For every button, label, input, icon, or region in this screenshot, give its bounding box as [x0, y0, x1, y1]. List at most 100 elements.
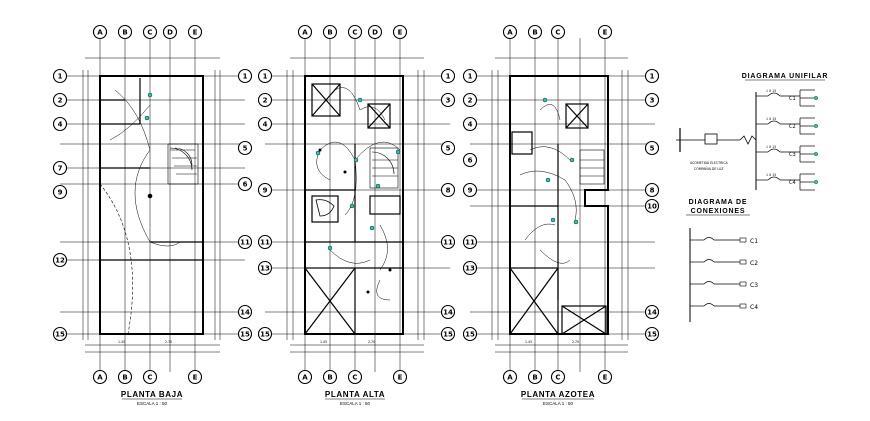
conexion-circuit: C4 [690, 303, 758, 311]
svg-text:1.45: 1.45 [320, 340, 327, 344]
axis-bubble-top-label: B [532, 29, 537, 37]
conexiones-title-1: DIAGRAMA DE [689, 199, 748, 206]
axis-bubble-left: 1 [462, 68, 478, 84]
axis-bubble-right: 14 [237, 304, 253, 320]
axis-bubble-left-label: 4 [263, 121, 268, 129]
axis-bubble-bottom-label: A [97, 374, 103, 382]
axis-bubble-right: 11 [440, 234, 456, 250]
axis-bubble-top-label: A [302, 29, 308, 37]
unifilar-meter-note-2: COMPAÑIA DE LUZ [694, 166, 724, 171]
axis-bubble-left-label: 15 [465, 331, 475, 339]
unifilar-breaker-label: 1 X 15 [766, 117, 776, 121]
axis-bubble-top-label: C [555, 29, 560, 37]
axis-bubble-top: A [502, 24, 518, 40]
axis-bubble-left-label: 15 [55, 331, 65, 339]
axis-bubble-left: 11 [257, 234, 273, 250]
axis-bubble-right-label: 5 [650, 145, 655, 153]
axis-bubble-left-label: 9 [468, 187, 473, 195]
unifilar-meter-note-1: ACOMETIDA ELECTRICA [690, 161, 728, 165]
axis-bubble-right-label: 1 [446, 73, 451, 81]
axis-bubble-bottom: B [117, 369, 133, 385]
axis-bubble-top: B [117, 24, 133, 40]
conexion-circuit-label: C1 [750, 238, 758, 245]
conexion-circuit-label: C2 [750, 260, 758, 267]
axis-bubble-top-label: B [327, 29, 332, 37]
unifilar-breaker-label: 1 X 15 [766, 145, 776, 149]
axis-bubble-right: 5 [644, 140, 660, 156]
axis-bubble-right-label: 11 [240, 239, 250, 247]
plan-planta-azotea: 1.45 2.70 [470, 38, 655, 372]
svg-text:1.45: 1.45 [118, 340, 125, 344]
axis-bubble-left-label: 2 [468, 97, 473, 105]
axis-bubble-right-label: 5 [446, 145, 451, 153]
axis-bubble-left: 2 [257, 92, 273, 108]
axis-bubble-bottom: B [527, 369, 543, 385]
axis-bubble-top-label: B [122, 29, 127, 37]
conexion-circuit: C2 [690, 259, 758, 267]
plan-title-planta-baja: PLANTA BAJA [121, 390, 183, 399]
axis-bubble-right: 15 [440, 326, 456, 342]
axis-bubble-left-label: 15 [260, 331, 270, 339]
axis-bubble-right: 5 [237, 140, 253, 156]
axis-bubble-right-label: 14 [647, 309, 657, 317]
svg-text:2.70: 2.70 [368, 340, 375, 344]
axis-bubble-top: E [392, 24, 408, 40]
axis-bubble-top: B [527, 24, 543, 40]
axis-bubble-top-label: C [147, 29, 152, 37]
axis-bubble-left: 13 [462, 260, 478, 276]
axis-bubble-top: C [550, 24, 566, 40]
conexion-circuit: C3 [690, 281, 758, 289]
axis-bubble-right-label: 14 [443, 309, 453, 317]
axis-bubble-left-label: 1 [58, 73, 63, 81]
axis-bubble-top: E [187, 24, 203, 40]
axis-bubble-bottom-label: A [507, 374, 513, 382]
axis-bubble-top: C [142, 24, 158, 40]
axis-bubble-top: C [347, 24, 363, 40]
axis-bubble-right-label: 11 [443, 239, 453, 247]
axis-bubble-left: 12 [52, 252, 68, 268]
axis-bubble-right: 11 [237, 234, 253, 250]
axis-bubble-left: 6 [462, 152, 478, 168]
svg-text:2.70: 2.70 [572, 340, 579, 344]
axis-bubble-right-label: 6 [243, 181, 248, 189]
axis-bubble-bottom-label: E [603, 374, 608, 382]
axis-bubble-left: 13 [257, 260, 273, 276]
plan-planta-baja: 1.45 2.70 [60, 38, 245, 372]
axis-bubble-right-label: 15 [443, 331, 453, 339]
axis-bubble-right: 15 [644, 326, 660, 342]
axis-bubble-bottom: C [142, 369, 158, 385]
axis-bubble-top: A [297, 24, 313, 40]
axis-bubble-left: 4 [52, 116, 68, 132]
axis-bubble-bottom-label: A [302, 374, 308, 382]
axis-bubble-left-label: 4 [58, 121, 63, 129]
axis-bubble-right-label: 1 [243, 73, 248, 81]
axis-bubble-right: 3 [440, 92, 456, 108]
axis-bubble-left-label: 11 [465, 239, 475, 247]
axis-bubble-left-label: 1 [263, 73, 268, 81]
diagrama-unifilar: DIAGRAMA UNIFILAR ACOMETIDA ELECTRICA CO… [676, 73, 827, 191]
axis-bubble-left: 4 [462, 116, 478, 132]
axis-bubble-right: 5 [440, 140, 456, 156]
axis-bubble-right-label: 5 [243, 145, 248, 153]
axis-bubble-right-label: 10 [647, 203, 657, 211]
axis-bubble-left-label: 11 [260, 239, 270, 247]
axis-bubble-bottom: A [297, 369, 313, 385]
axis-bubble-bottom-label: E [398, 374, 403, 382]
axis-bubble-left: 2 [462, 92, 478, 108]
axis-bubble-left: 7 [52, 160, 68, 176]
axis-bubble-left: 4 [257, 116, 273, 132]
axis-bubble-top-label: D [372, 29, 378, 37]
axis-bubble-right: 15 [237, 326, 253, 342]
axis-bubble-right: 1 [237, 68, 253, 84]
plan-scale-planta-baja: ESCALA 1 : 50 [137, 401, 168, 406]
plan-title-planta-alta: PLANTA ALTA [325, 390, 385, 399]
conexion-circuit-label: C4 [750, 304, 758, 311]
axis-bubble-left-label: 13 [260, 265, 270, 273]
axis-bubble-bottom: E [187, 369, 203, 385]
plan-scale-planta-azotea: ESCALA 1 : 50 [543, 401, 574, 406]
axis-bubble-bottom: E [392, 369, 408, 385]
